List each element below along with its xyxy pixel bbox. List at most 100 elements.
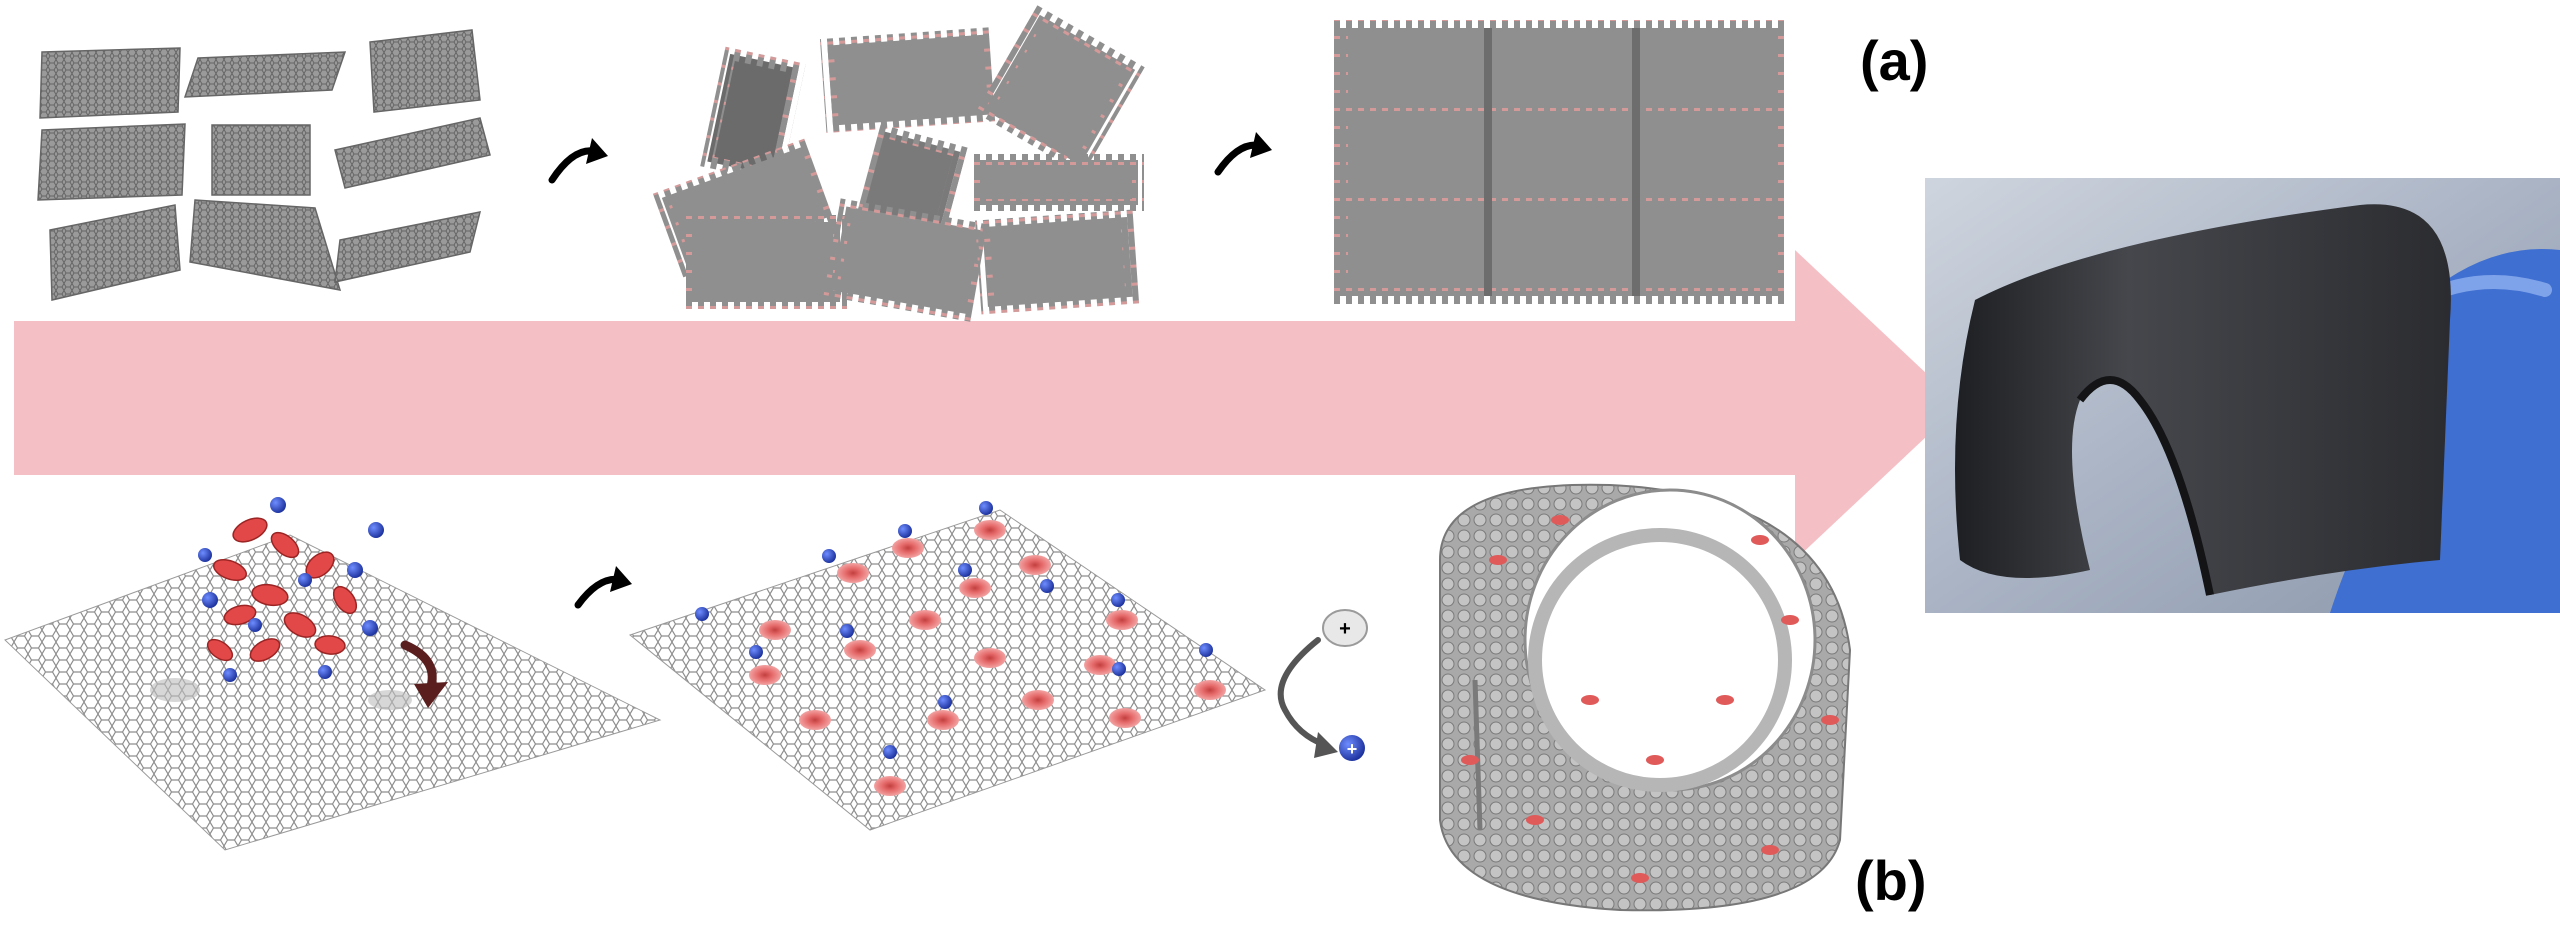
blue-ion xyxy=(958,563,972,577)
blue-ion xyxy=(898,524,912,538)
pore xyxy=(1019,555,1051,575)
red-disc xyxy=(270,531,300,559)
film-photo xyxy=(1925,178,2560,613)
main-process-arrow xyxy=(14,250,1960,560)
blue-ion xyxy=(347,562,363,578)
blue-ion xyxy=(979,501,993,515)
tube-pore xyxy=(1581,695,1599,705)
curved-arrow-icon xyxy=(586,138,608,164)
tube-pore xyxy=(1751,535,1769,545)
ion-array xyxy=(695,501,1213,759)
assembled-film xyxy=(1340,28,1780,296)
blue-ion xyxy=(822,549,836,563)
pore xyxy=(1084,655,1116,675)
blue-ion xyxy=(1111,593,1125,607)
tube-pore xyxy=(1781,615,1799,625)
blue-ion xyxy=(695,607,709,621)
tube-pore xyxy=(1631,873,1649,883)
pore xyxy=(909,610,941,630)
graphene-sheet xyxy=(628,509,1267,831)
red-disc xyxy=(232,517,268,543)
assembled-film-group xyxy=(1332,20,1788,304)
disc-cluster xyxy=(206,517,358,662)
functionalized-sheet xyxy=(972,154,1144,211)
functionalized-sheet xyxy=(974,209,1141,315)
curved-arrow-icon xyxy=(610,566,632,592)
red-disc xyxy=(332,585,358,615)
pore xyxy=(974,520,1006,540)
sheet xyxy=(49,204,181,301)
blue-ion xyxy=(202,592,218,608)
tube-pore xyxy=(1489,555,1507,565)
pore xyxy=(844,640,876,660)
tube-pore xyxy=(1526,815,1544,825)
red-disc xyxy=(283,612,317,638)
pore xyxy=(759,620,791,640)
pore xyxy=(749,665,781,685)
dispersed-sheets-group xyxy=(37,29,491,301)
tube-pore xyxy=(1716,695,1734,705)
tube-pore xyxy=(1761,845,1779,855)
blue-ion xyxy=(938,695,952,709)
pore xyxy=(927,710,959,730)
blue-ion xyxy=(198,548,212,562)
sheet xyxy=(183,51,347,98)
pore xyxy=(1106,610,1138,630)
functionalized-sheet xyxy=(975,5,1145,175)
assembled-film-edge xyxy=(1332,20,1788,304)
functionalized-sheet xyxy=(683,215,847,309)
blue-ion xyxy=(1112,662,1126,676)
sheet xyxy=(189,199,342,291)
red-disc xyxy=(314,635,346,655)
blue-ion xyxy=(368,522,384,538)
exchange-arrowhead xyxy=(1314,732,1338,758)
blue-ion xyxy=(318,665,332,679)
flexible-film xyxy=(1955,204,2451,595)
blue-ion xyxy=(248,618,262,632)
blue-ion xyxy=(1040,579,1054,593)
pore xyxy=(799,710,831,730)
pore xyxy=(1022,690,1054,710)
tube-pore xyxy=(1461,755,1479,765)
plus-ion-icon-symbol: + xyxy=(1347,739,1358,759)
shadow-spot xyxy=(150,678,200,702)
sheet xyxy=(39,47,181,119)
blue-ion xyxy=(223,668,237,682)
panel-label-a: (a) xyxy=(1860,29,1928,92)
rolled-tube xyxy=(1439,483,1852,912)
pore xyxy=(837,563,869,583)
blue-ion xyxy=(270,497,286,513)
blue-ion xyxy=(883,745,897,759)
pore xyxy=(959,578,991,598)
sheet xyxy=(334,211,482,283)
tube-pore xyxy=(1646,755,1664,765)
exchange-curve xyxy=(1277,637,1328,748)
downward-arrow-icon xyxy=(414,682,448,708)
sheet xyxy=(369,29,481,113)
plus-ion-icon xyxy=(1339,735,1365,761)
sheet xyxy=(37,123,186,201)
red-disc xyxy=(251,583,289,607)
sheet-with-adsorbates xyxy=(4,497,662,851)
curved-arrow-icon xyxy=(1250,132,1272,158)
pore xyxy=(1109,708,1141,728)
red-disc xyxy=(212,558,248,582)
blue-ion xyxy=(749,645,763,659)
red-disc xyxy=(223,604,257,626)
blue-ion xyxy=(362,620,378,636)
pore xyxy=(874,776,906,796)
pore xyxy=(1194,680,1226,700)
blue-ion xyxy=(298,573,312,587)
panel-label-b: (b) xyxy=(1855,849,1927,912)
shadow-spot xyxy=(368,690,412,710)
sheet xyxy=(211,124,311,196)
tube-seam xyxy=(1472,679,1483,831)
ion-cluster xyxy=(198,497,384,682)
sheet-with-ordered-pores xyxy=(628,501,1267,831)
ion-exchange: + + xyxy=(1277,609,1368,761)
graphene-sheet xyxy=(4,534,662,851)
tube-inner-wall xyxy=(1528,528,1792,792)
functionalized-sheets-group xyxy=(652,5,1145,323)
blue-ion xyxy=(840,624,854,638)
film-fold-shadow xyxy=(2076,376,2214,596)
